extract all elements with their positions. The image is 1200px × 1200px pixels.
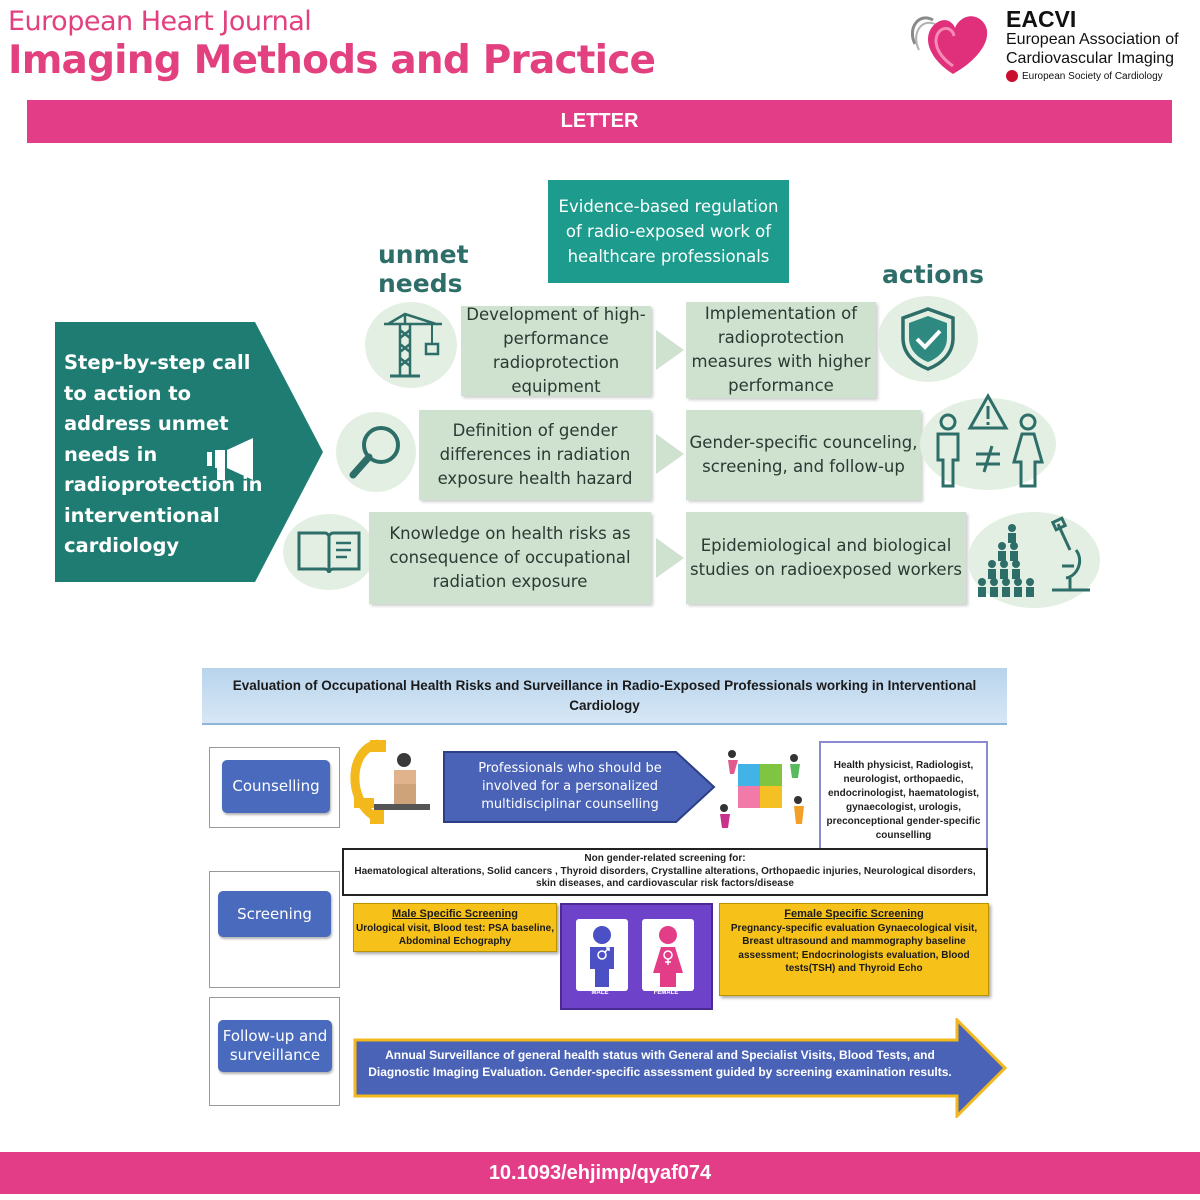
- row-arrow-3: [656, 538, 684, 578]
- female-symbol-label: FEMALE: [653, 990, 679, 996]
- need-box-3: Knowledge on health risks as consequence…: [369, 512, 651, 604]
- eacvi-subtitle: European Association of Cardiovascular I…: [1006, 30, 1179, 68]
- esc-label: European Society of Cardiology: [1022, 70, 1163, 82]
- followup-arrow: [353, 1018, 1008, 1118]
- male-screening-text: Urological visit, Blood test: PSA baseli…: [355, 922, 554, 948]
- eacvi-subtitle-line2: Cardiovascular Imaging: [1006, 50, 1175, 67]
- need-box-2: Definition of gender differences in radi…: [419, 410, 651, 500]
- non-gender-screening-box: Non gender-related screening for: Haemat…: [342, 848, 988, 896]
- book-icon: [283, 514, 375, 590]
- call-to-action-text: Step-by-step call to action to address u…: [64, 351, 263, 557]
- counselling-arrow: [443, 751, 716, 823]
- female-screening-title: Female Specific Screening: [784, 908, 924, 920]
- male-screening-box: Male Specific Screening Urological visit…: [353, 903, 557, 952]
- evaluation-title: Evaluation of Occupational Health Risks …: [202, 668, 1007, 725]
- action-box-1: Implementation of radioprotection measur…: [686, 302, 876, 398]
- counselling-arrow-text: Professionals who should be involved for…: [478, 761, 662, 812]
- shield-check-icon: [878, 296, 978, 382]
- gender-symbols-box: [560, 903, 713, 1010]
- female-screening-box: Female Specific Screening Pregnancy-spec…: [719, 903, 989, 996]
- doi-banner[interactable]: 10.1093/ehjimp/qyaf074: [0, 1152, 1200, 1194]
- action-box-3: Epidemiological and biological studies o…: [686, 512, 966, 604]
- followup-text: Annual Surveillance of general health st…: [368, 1048, 952, 1079]
- screening-button[interactable]: Screening: [218, 891, 331, 937]
- article-type-banner: LETTER: [27, 100, 1172, 143]
- puzzle-team-icon: [720, 750, 804, 828]
- evidence-based-regulation-box: Evidence-based regulation of radio-expos…: [548, 180, 789, 283]
- unmet-needs-label: unmet needs: [378, 240, 469, 298]
- eacvi-subtitle-line1: European Association of: [1006, 31, 1179, 48]
- professionals-list: Health physicist, Radiologist, neurologi…: [819, 741, 988, 861]
- journal-title-main: Imaging Methods and Practice: [8, 38, 656, 83]
- gender-warning-icon: [920, 392, 1056, 490]
- non-gender-screening-text: Haematological alterations, Solid cancer…: [354, 865, 976, 890]
- action-box-2: Gender-specific counceling, screening, a…: [686, 410, 921, 500]
- magnifier-icon: [336, 412, 416, 492]
- followup-button[interactable]: Follow-up and surveillance: [218, 1020, 332, 1072]
- eacvi-title: EACVI: [1006, 6, 1077, 32]
- male-symbol-label: MALE: [591, 990, 609, 996]
- male-screening-title: Male Specific Screening: [392, 908, 518, 920]
- population-microscope-icon: [968, 512, 1100, 608]
- female-screening-text: Pregnancy-specific evaluation Gynaecolog…: [730, 922, 978, 975]
- actions-label: actions: [882, 260, 985, 289]
- row-arrow-1: [656, 330, 684, 370]
- gender-figures-icon: [576, 919, 694, 991]
- esc-logo-icon: [1006, 70, 1018, 82]
- call-to-action-arrow: [55, 322, 323, 582]
- esc-affiliation: European Society of Cardiology: [1006, 70, 1163, 82]
- eacvi-heart-logo: [910, 16, 988, 74]
- xray-machine-icon: [350, 739, 430, 824]
- counselling-button[interactable]: Counselling: [222, 760, 330, 813]
- journal-title-top: European Heart Journal: [8, 6, 312, 37]
- row-arrow-2: [656, 434, 684, 474]
- need-box-1: Development of high-performance radiopro…: [461, 305, 651, 396]
- crane-icon: [365, 302, 457, 388]
- non-gender-screening-title: Non gender-related screening for:: [584, 853, 746, 865]
- megaphone-icon: [207, 438, 253, 480]
